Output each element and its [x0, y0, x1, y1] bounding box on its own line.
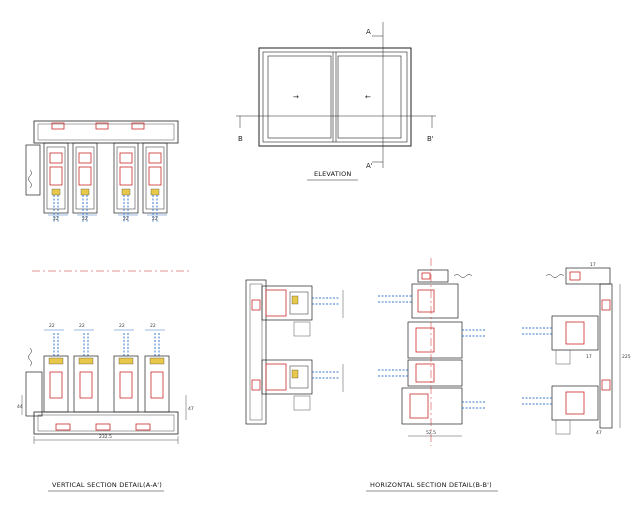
dim-horizontal-47: 47 [596, 430, 602, 436]
horizontal-section-left [245, 279, 344, 425]
dim-mid-22-b: 22 [79, 323, 85, 329]
elevation-view: → ← A A' B B' ELEVATION [236, 22, 436, 181]
section-mark-b-prime: B' [427, 135, 434, 143]
dim-vertical-total: 232.5 [99, 434, 112, 440]
vertical-section-caption: VERTICAL SECTION DETAIL(A-A') [52, 481, 162, 489]
dim-horizontal-225: 225 [622, 354, 631, 360]
dim-vertical-47: 47 [188, 406, 194, 412]
dim-top-22-d: 22 [152, 216, 158, 222]
dim-top-22-b: 22 [82, 216, 88, 222]
horizontal-section-right: 225 17 17 47 HORIZONTAL SECTION DETAIL(B… [366, 262, 631, 492]
dim-horizontal-total: 52.5 [426, 430, 436, 436]
section-mark-b: B [238, 135, 243, 143]
section-mark-a: A [366, 28, 371, 36]
elevation-arrow-left: ← [365, 93, 371, 101]
dim-top-22-a: 22 [53, 216, 59, 222]
vertical-section-bottom: 22 22 22 22 [17, 270, 194, 492]
dim-horizontal-17-b: 17 [586, 354, 592, 360]
section-mark-a-prime: A' [366, 162, 373, 170]
dim-mid-22-c: 22 [119, 323, 125, 329]
dim-top-22-c: 22 [123, 216, 129, 222]
elevation-caption: ELEVATION [314, 170, 351, 178]
horizontal-section-center: 52.5 [378, 258, 486, 446]
vertical-section-top: 22 22 22 22 [25, 120, 179, 224]
elevation-arrow-right: → [293, 93, 299, 101]
horizontal-section-caption: HORIZONTAL SECTION DETAIL(B-B') [370, 481, 492, 489]
dim-mid-22-d: 22 [150, 323, 156, 329]
dim-mid-22-a: 22 [49, 323, 55, 329]
dim-horizontal-17-a: 17 [590, 262, 596, 268]
dim-vertical-44: 44 [17, 404, 23, 410]
